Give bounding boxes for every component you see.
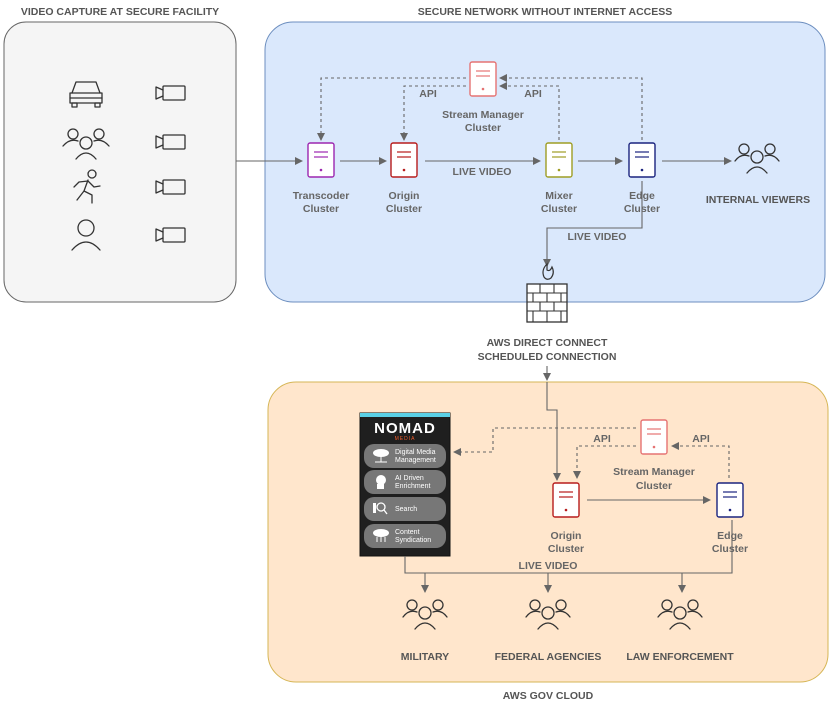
federal-viewers-icon [525,599,571,630]
live-video-label: LIVE VIDEO [519,560,578,572]
live-video-label: LIVE VIDEO [568,231,627,243]
law-viewers-icon [657,599,703,630]
federal-label: FEDERAL AGENCIES [495,651,602,663]
gov-origin-server-icon [552,482,580,518]
facility-region [3,21,237,303]
direct-connect-label: SCHEDULED CONNECTION [478,351,617,363]
mixer-label: Cluster [541,203,577,215]
origin-server-icon [390,142,418,178]
internal-viewers-icon [734,143,780,174]
gov-edge-label: Cluster [712,543,748,555]
cloud-network-icon [373,449,389,463]
api-label: API [593,433,611,445]
stream-manager-label: Stream Manager [442,109,524,121]
direct-connect-label: AWS DIRECT CONNECT [487,337,608,349]
edge-label: Edge [629,190,655,202]
gov-stream-manager-label: Stream Manager [613,466,695,478]
nomad-feature-search[interactable]: Search [364,497,446,521]
mixer-server-icon [545,142,573,178]
nomad-logo-sub: MEDIA [395,436,416,442]
nomad-feature-label: Enrichment [395,483,430,490]
gov-cloud-region [267,381,829,683]
nomad-feature-label: Content [395,529,420,536]
gov-cloud-title: AWS GOV CLOUD [503,690,594,702]
nomad-feature-label: AI Driven [395,475,424,482]
gov-entry-to-origin-connector [546,382,561,481]
nomad-feature-label: Syndication [395,537,431,544]
secure-network-title: SECURE NETWORK WITHOUT INTERNET ACCESS [418,6,673,18]
gov-edge-server-icon [716,482,744,518]
nomad-feature-digital-media[interactable]: Digital Media Management [364,444,446,468]
stream-manager-label: Cluster [465,122,501,134]
nomad-feature-label: Digital Media [395,449,436,456]
api-label: API [692,433,710,445]
camera-icon [155,85,186,101]
sm-to-nomad-api-connector [453,427,636,456]
sm-to-transcoder-api-connector [317,77,466,141]
internal-viewers-label: INTERNAL VIEWERS [706,194,810,206]
mixer-label: Mixer [545,190,572,202]
car-icon [69,81,103,108]
person-icon [71,219,101,251]
nomad-feature-label: Management [395,457,436,464]
origin-label: Cluster [386,203,422,215]
gov-sm-to-edge-api-connector [671,442,730,478]
nomad-feature-label: Search [395,506,417,513]
transcoder-server-icon [307,142,335,178]
gov-sm-to-origin-api-connector [573,445,636,479]
gov-stream-manager-server-icon [640,419,668,455]
military-viewers-icon [402,599,448,630]
cloud-syndication-icon [373,529,389,542]
gov-origin-label: Origin [551,530,582,542]
secure-network-region [264,21,826,303]
military-label: MILITARY [401,651,449,663]
nomad-feature-syndication[interactable]: Content Syndication [364,524,446,548]
api-label: API [419,88,437,100]
camera-icon [155,134,186,150]
facility-title: VIDEO CAPTURE AT SECURE FACILITY [21,6,219,18]
api-label: API [524,88,542,100]
nomad-logo: NOMAD [374,420,436,437]
search-icon [373,502,388,515]
sm-to-edge-api-connector [499,74,643,140]
firewall-icon [526,262,568,323]
edge-server-icon [628,142,656,178]
nomad-distribution-connector [404,520,733,574]
sm-to-mixer-api-connector [499,82,560,140]
live-video-label: LIVE VIDEO [453,166,512,178]
gov-origin-label: Cluster [548,543,584,555]
transcoder-label: Cluster [303,203,339,215]
gov-stream-manager-label: Cluster [636,480,672,492]
nomad-feature-ai[interactable]: AI Driven Enrichment [364,470,446,494]
transcoder-label: Transcoder [293,190,350,202]
camera-icon [155,227,186,243]
gov-edge-label: Edge [717,530,743,542]
people-group-icon [62,128,110,160]
edge-label: Cluster [624,203,660,215]
law-label: LAW ENFORCEMENT [626,651,734,663]
sm-to-origin-api-connector [400,85,466,141]
origin-label: Origin [389,190,420,202]
camera-icon [155,179,186,195]
edge-to-firewall-connector [543,181,643,267]
running-person-icon [73,169,101,204]
ai-head-icon [376,475,386,489]
stream-manager-server-icon [469,61,497,97]
